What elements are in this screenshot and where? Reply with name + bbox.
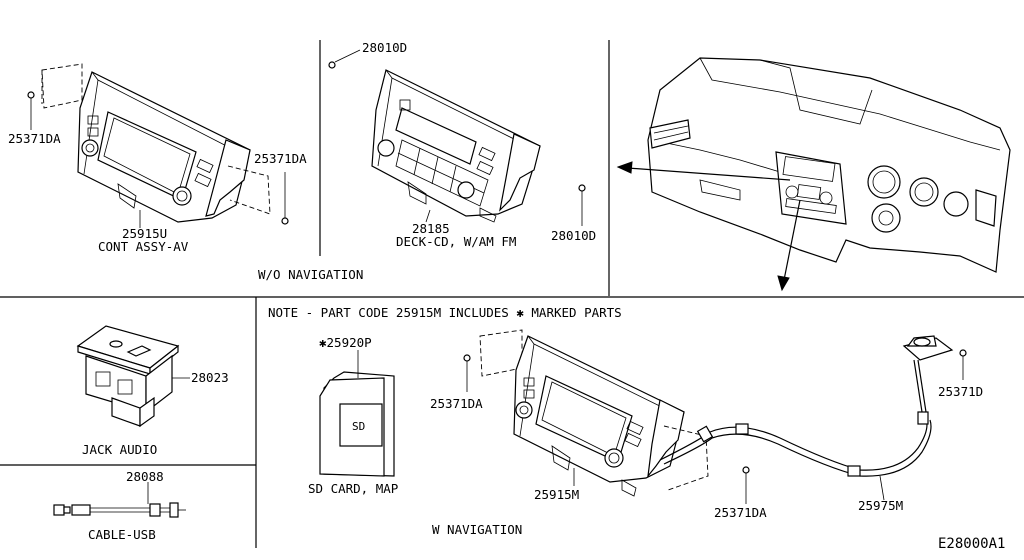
- label-25915u: 25915U: [122, 226, 167, 241]
- label-28023: 28023: [191, 370, 229, 385]
- label-w-navigation: W NAVIGATION: [432, 522, 522, 537]
- label-deck-cd: DECK-CD, W/AM FM: [396, 234, 516, 249]
- cont-assy-av-drawing: [27, 63, 289, 228]
- nav-unit-drawing: [463, 329, 967, 504]
- deck-cd-drawing: [328, 49, 586, 226]
- label-25975m: 25975M: [858, 498, 903, 513]
- cable-usb-drawing: [53, 482, 186, 518]
- label-diagram-code: E28000A1: [938, 536, 1005, 552]
- label-25371da-right: 25371DA: [254, 151, 307, 166]
- label-jack-audio: JACK AUDIO: [82, 442, 157, 457]
- panel-dividers: [0, 40, 1024, 548]
- label-sd-card-map: SD CARD, MAP: [308, 481, 398, 496]
- label-28185: 28185: [412, 221, 450, 236]
- label-25920p: ✱25920P: [319, 335, 372, 350]
- label-sd-chip: SD: [352, 420, 365, 433]
- label-25915m: 25915M: [534, 487, 579, 502]
- label-28010d-top: 28010D: [362, 40, 407, 55]
- label-25371d: 25371D: [938, 384, 983, 399]
- label-28088: 28088: [126, 469, 164, 484]
- label-cable-usb: CABLE-USB: [88, 527, 156, 542]
- label-28010d-bottom: 28010D: [551, 228, 596, 243]
- jack-audio-drawing: [76, 325, 190, 428]
- label-25371da-nav-left: 25371DA: [430, 396, 483, 411]
- sd-card-drawing: [319, 350, 395, 477]
- label-wo-navigation: W/O NAVIGATION: [258, 267, 363, 282]
- label-note: NOTE - PART CODE 25915M INCLUDES ✱ MARKE…: [268, 305, 622, 320]
- dashboard-drawing: [616, 57, 1011, 292]
- label-25371da-nav-bottom: 25371DA: [714, 505, 767, 520]
- label-25371da-left: 25371DA: [8, 131, 61, 146]
- label-cont-assy-av: CONT ASSY-AV: [98, 239, 189, 254]
